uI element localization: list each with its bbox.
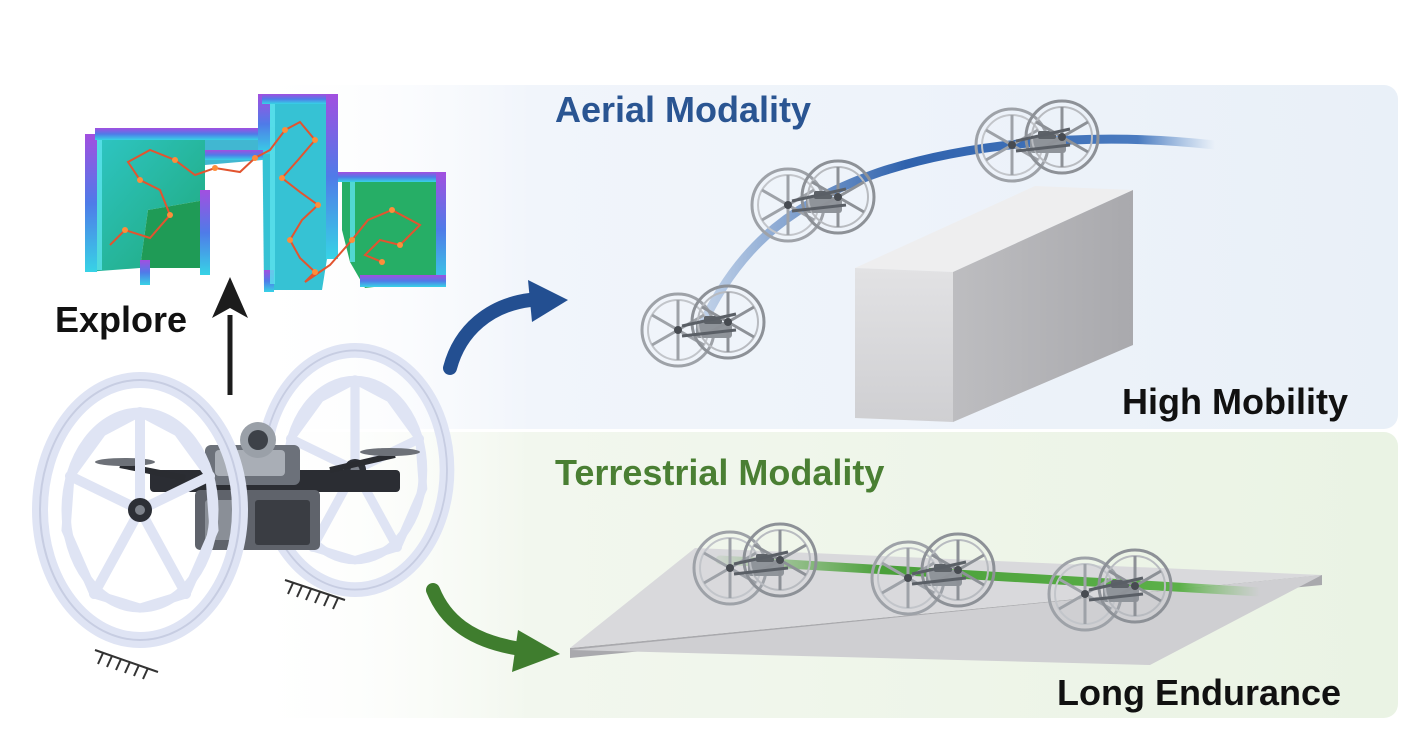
terrestrial-arrow	[426, 583, 560, 672]
aerial-trajectory	[695, 134, 1220, 335]
main-robot	[40, 350, 447, 680]
aerial-modality-title: Aerial Modality	[555, 89, 812, 130]
explore-label: Explore	[55, 299, 188, 340]
obstacle-box	[855, 186, 1133, 422]
aerial-arrow	[443, 280, 568, 375]
terrestrial-modality-title: Terrestrial Modality	[555, 452, 885, 493]
exploration-map	[85, 94, 446, 292]
high-mobility-label: High Mobility	[1122, 381, 1348, 422]
long-endurance-label: Long Endurance	[1057, 672, 1342, 713]
explore-arrow	[212, 277, 248, 395]
